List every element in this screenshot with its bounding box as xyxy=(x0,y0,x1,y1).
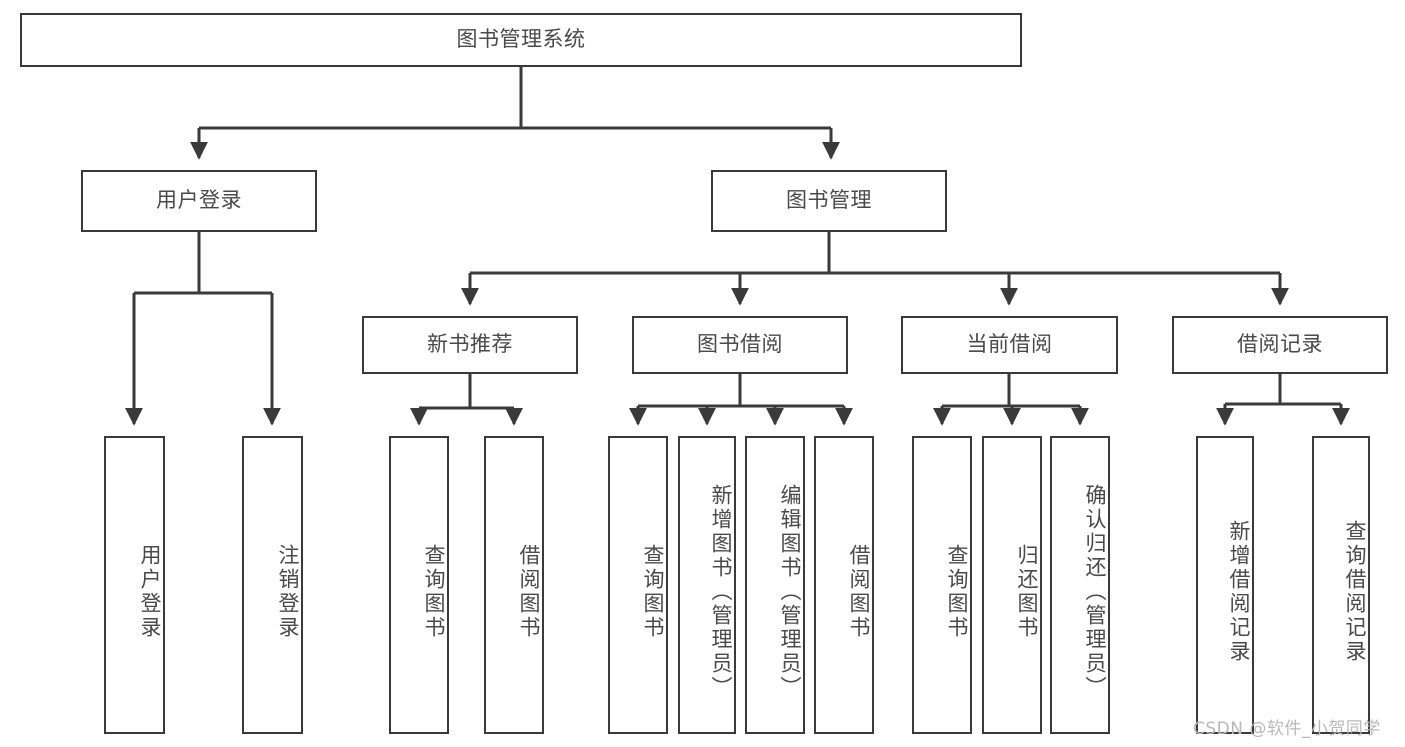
node-book-management[interactable]: 图书管理 xyxy=(711,170,947,232)
node-leaf-return-book[interactable]: 归还图书 xyxy=(982,436,1042,734)
node-label: 借阅图书 xyxy=(847,544,871,640)
node-leaf-query-book-current[interactable]: 查询图书 xyxy=(912,436,972,734)
csdn-watermark: CSDN @软件_小贺同学 xyxy=(1193,719,1381,739)
node-label: 用户登录 xyxy=(138,544,162,640)
node-leaf-query-borrow-record[interactable]: 查询借阅记录 xyxy=(1312,436,1370,734)
node-leaf-query-book-borrow[interactable]: 查询图书 xyxy=(608,436,668,734)
node-label: 查询图书 xyxy=(641,544,665,640)
node-label: 注销登录 xyxy=(276,544,300,640)
node-leaf-add-book-admin[interactable]: 新增图书（管理员） xyxy=(678,436,736,734)
node-label: 新增图书（管理员） xyxy=(709,484,733,700)
node-label: 图书管理 xyxy=(786,188,872,213)
node-leaf-query-book-recommend[interactable]: 查询图书 xyxy=(389,436,449,734)
node-leaf-confirm-return-admin[interactable]: 确认归还（管理员） xyxy=(1050,436,1110,734)
node-label: 图书管理系统 xyxy=(456,27,586,52)
node-label: 编辑图书（管理员） xyxy=(778,484,802,700)
node-label: 新书推荐 xyxy=(427,332,513,357)
node-book-borrow[interactable]: 图书借阅 xyxy=(632,316,848,374)
node-label: 新增借阅记录 xyxy=(1227,520,1251,664)
node-label: 用户登录 xyxy=(156,188,242,213)
node-label: 借阅图书 xyxy=(517,544,541,640)
node-label: 查询借阅记录 xyxy=(1343,520,1367,664)
node-label: 查询图书 xyxy=(422,544,446,640)
node-leaf-borrow-book[interactable]: 借阅图书 xyxy=(814,436,874,734)
node-current-borrow[interactable]: 当前借阅 xyxy=(901,316,1118,374)
node-label: 查询图书 xyxy=(945,544,969,640)
node-label: 确认归还（管理员） xyxy=(1083,484,1107,700)
node-root-book-management-system[interactable]: 图书管理系统 xyxy=(20,13,1022,67)
node-borrow-record[interactable]: 借阅记录 xyxy=(1172,316,1388,374)
node-user-login[interactable]: 用户登录 xyxy=(81,170,317,232)
node-leaf-logout[interactable]: 注销登录 xyxy=(242,436,303,734)
node-label: 图书借阅 xyxy=(697,332,783,357)
node-leaf-borrow-book-recommend[interactable]: 借阅图书 xyxy=(484,436,544,734)
node-leaf-user-login[interactable]: 用户登录 xyxy=(104,436,165,734)
node-new-book-recommend[interactable]: 新书推荐 xyxy=(362,316,578,374)
node-label: 归还图书 xyxy=(1015,544,1039,640)
node-leaf-edit-book-admin[interactable]: 编辑图书（管理员） xyxy=(745,436,805,734)
node-label: 借阅记录 xyxy=(1237,332,1323,357)
node-leaf-add-borrow-record[interactable]: 新增借阅记录 xyxy=(1196,436,1254,734)
node-label: 当前借阅 xyxy=(966,332,1053,357)
